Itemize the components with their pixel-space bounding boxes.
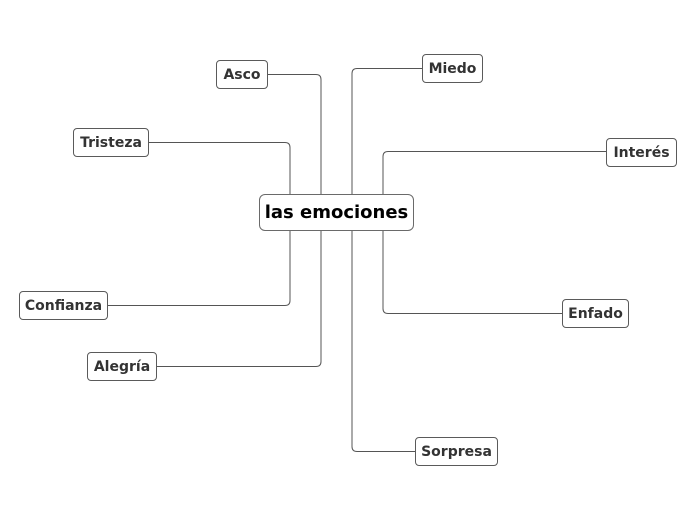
- connector-enfado: [382, 231, 562, 314]
- connector-confianza: [108, 231, 291, 306]
- connector-miedo: [351, 68, 422, 194]
- central-topic[interactable]: las emociones: [259, 194, 414, 231]
- topic-sorpresa[interactable]: Sorpresa: [415, 437, 498, 466]
- connector-tristeza: [149, 142, 291, 194]
- topic-interes[interactable]: Interés: [606, 138, 677, 167]
- topic-miedo[interactable]: Miedo: [422, 54, 483, 83]
- connector-alegria: [157, 231, 322, 367]
- topic-enfado[interactable]: Enfado: [562, 299, 629, 328]
- topic-alegria[interactable]: Alegría: [87, 352, 157, 381]
- connector-sorpresa: [351, 231, 415, 452]
- topic-confianza[interactable]: Confianza: [19, 291, 108, 320]
- connector-asco: [268, 74, 322, 194]
- topic-tristeza[interactable]: Tristeza: [73, 128, 149, 157]
- topic-asco[interactable]: Asco: [216, 60, 268, 89]
- connector-interes: [382, 151, 606, 194]
